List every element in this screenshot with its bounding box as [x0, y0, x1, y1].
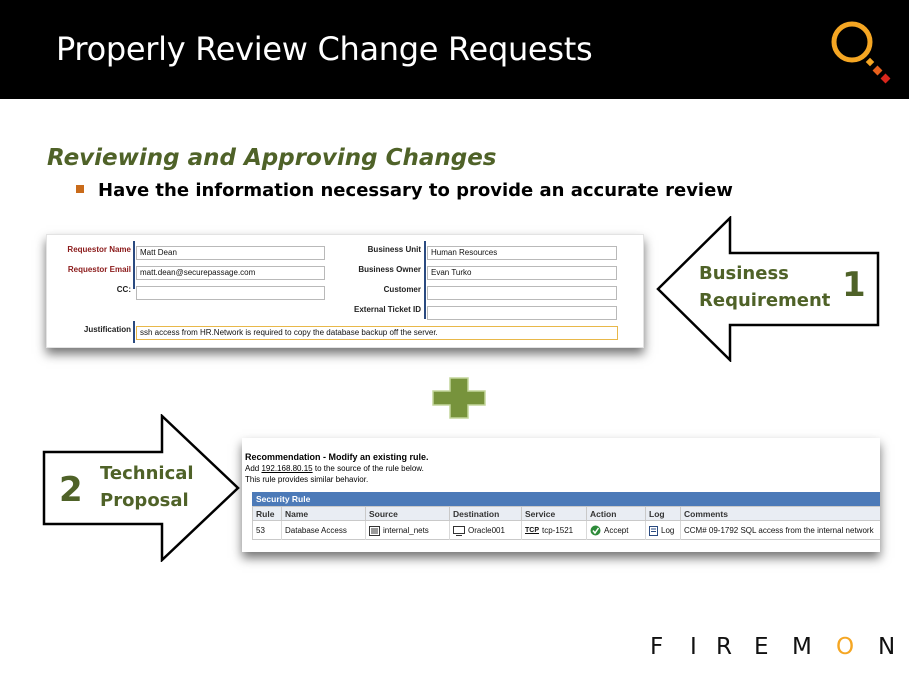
external-ticket-label: External Ticket ID	[354, 305, 421, 314]
rule-source-cell[interactable]: internal_nets	[366, 521, 450, 540]
external-ticket-field[interactable]	[427, 306, 617, 320]
justification-label: Justification	[83, 325, 131, 334]
justification-divider	[133, 321, 135, 343]
section-subtitle: Reviewing and Approving Changes	[47, 145, 497, 171]
customer-label: Customer	[383, 285, 421, 294]
customer-field[interactable]	[427, 286, 617, 300]
security-rule-header: Security Rule	[252, 492, 880, 506]
column-header-log[interactable]: Log	[646, 507, 681, 521]
rule-recommendation-panel: Recommendation - Modify an existing rule…	[242, 438, 880, 552]
rule-log-cell[interactable]: Log	[646, 521, 681, 540]
recommendation-line-2: This rule provides similar behavior.	[245, 475, 369, 484]
logo-letter-e: E	[754, 634, 769, 660]
column-header-action[interactable]: Action	[587, 507, 646, 521]
rule-action-text: Accept	[604, 526, 629, 535]
business-unit-field[interactable]: Human Resources	[427, 246, 617, 260]
log-icon	[649, 525, 658, 536]
tcp-service-icon: TCP	[525, 527, 539, 535]
technical-proposal-line2: Proposal	[100, 490, 189, 511]
accept-icon	[590, 525, 601, 536]
change-request-form: Requestor Name Matt Dean Requestor Email…	[46, 234, 644, 348]
rule-log-text: Log	[661, 526, 675, 535]
slide-header: Properly Review Change Requests	[0, 0, 909, 99]
rule-service-text: tcp-1521	[542, 526, 574, 535]
column-header-name[interactable]: Name	[282, 507, 366, 521]
logo-letter-m: M	[792, 634, 812, 660]
rule-source-text: internal_nets	[383, 526, 429, 535]
requestor-email-field[interactable]: matt.dean@securepassage.com	[136, 266, 325, 280]
recommendation-title: Recommendation - Modify an existing rule…	[245, 452, 429, 462]
column-header-destination[interactable]: Destination	[450, 507, 522, 521]
logo-letter-o-magnifier-icon: O	[836, 634, 855, 660]
recommended-ip-link[interactable]: 192.168.80.15	[261, 464, 313, 473]
firemon-logo: F I R E M O N	[650, 632, 900, 666]
business-owner-field[interactable]: Evan Turko	[427, 266, 617, 280]
security-rule-table: Rule Name Source Destination Service Act…	[252, 506, 880, 540]
technical-proposal-label: Technical Proposal	[100, 460, 194, 514]
magnifier-logo-icon	[831, 21, 891, 84]
technical-proposal-arrow	[42, 414, 240, 562]
bullet-text: Have the information necessary to provid…	[98, 180, 733, 201]
business-unit-label: Business Unit	[367, 245, 421, 254]
bullet-point: Have the information necessary to provid…	[76, 180, 733, 201]
slide-title: Properly Review Change Requests	[56, 30, 593, 68]
rule-action-cell[interactable]: Accept	[587, 521, 646, 540]
requestor-name-field[interactable]: Matt Dean	[136, 246, 325, 260]
logo-letter-i: I	[690, 634, 697, 660]
callout-number-1: 1	[842, 265, 866, 305]
business-requirement-arrow	[656, 216, 880, 362]
rule-destination-text: Oracle001	[468, 526, 505, 535]
column-header-rule[interactable]: Rule	[253, 507, 282, 521]
cc-label: CC:	[116, 285, 131, 294]
left-column-divider	[133, 241, 135, 289]
business-requirement-line2: Requirement	[699, 290, 831, 311]
callout-number-2: 2	[59, 470, 83, 510]
logo-letter-r: R	[716, 634, 732, 660]
host-icon	[453, 525, 465, 536]
plus-icon	[432, 377, 486, 419]
business-requirement-label: Business Requirement	[699, 260, 830, 314]
network-object-icon	[369, 525, 380, 536]
bullet-marker	[76, 185, 84, 193]
recommendation-prefix: Add	[245, 464, 262, 473]
rule-number-cell: 53	[253, 521, 282, 540]
technical-proposal-line1: Technical	[100, 463, 194, 484]
requestor-email-label: Requestor Email	[67, 265, 131, 274]
justification-field[interactable]: ssh access from HR.Network is required t…	[136, 326, 618, 340]
requestor-name-label: Requestor Name	[67, 245, 131, 254]
business-owner-label: Business Owner	[358, 265, 421, 274]
recommendation-line-1: Add 192.168.80.15 to the source of the r…	[245, 464, 424, 473]
logo-letter-n: N	[878, 634, 896, 660]
rule-destination-cell[interactable]: Oracle001	[450, 521, 522, 540]
cc-field[interactable]	[136, 286, 325, 300]
column-header-comments[interactable]: Comments	[681, 507, 880, 521]
right-column-divider	[424, 241, 426, 319]
rule-name-cell: Database Access	[282, 521, 366, 540]
recommendation-suffix: to the source of the rule below.	[312, 464, 424, 473]
logo-letter-f: F	[650, 634, 664, 660]
business-requirement-line1: Business	[699, 263, 789, 284]
column-header-service[interactable]: Service	[522, 507, 587, 521]
column-header-source[interactable]: Source	[366, 507, 450, 521]
rule-comments-cell: CCM# 09-1792 SQL access from the interna…	[684, 526, 874, 535]
